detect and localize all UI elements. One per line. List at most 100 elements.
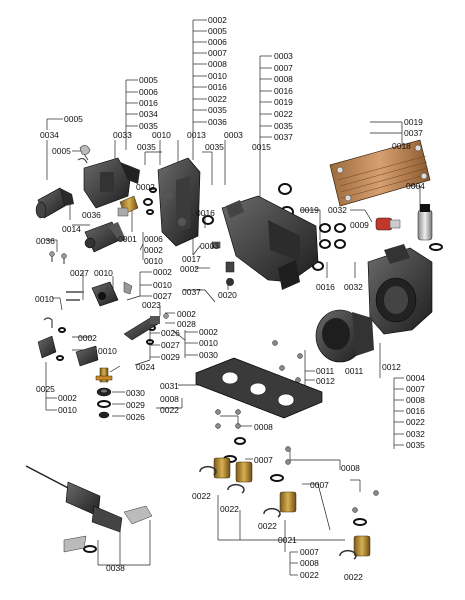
label-list-hex-1: 0037 (404, 128, 423, 138)
label-list-left-upper-3: 0034 (139, 109, 158, 119)
label-0010-c: 0010 (94, 268, 113, 278)
label-list-mid-0026-0: 0026 (161, 328, 180, 338)
part-0004-fitting (417, 204, 433, 241)
label-0018: 0018 (392, 141, 411, 151)
label-0011-b: 0011 (345, 366, 364, 376)
label-list-mid-0002-0: 0002 (153, 267, 172, 277)
orings (56, 183, 443, 553)
label-list-top-center-4: 0008 (208, 59, 227, 69)
label-list-top-center-2: 0006 (208, 37, 227, 47)
part-0003-clip (211, 241, 235, 286)
label-list-left-upper-0: 0005 (139, 75, 158, 85)
label-0022-a: 0022 (160, 405, 179, 415)
label-list-top-right-5: 0022 (274, 109, 293, 119)
label-0038: 0038 (106, 563, 125, 573)
label-0016-b: 0016 (316, 282, 335, 292)
part-0031-plate (195, 357, 323, 419)
part-0024-sensor (95, 367, 113, 383)
label-0017: 0017 (182, 254, 201, 264)
label-list-top-center-3: 0007 (208, 48, 227, 58)
label-list-top-center-9: 0036 (208, 117, 227, 127)
label-list-mid-0026-2: 0029 (161, 352, 180, 362)
label-list-mid-0030-1: 0010 (199, 338, 218, 348)
label-0002-c: 0002 (180, 264, 199, 274)
label-0004: 0004 (406, 181, 425, 191)
label-0002-b: 0002 (144, 245, 163, 255)
label-list-right-0012-2: 0008 (406, 395, 425, 405)
label-list-right-0012-4: 0022 (406, 417, 425, 427)
label-list-top-right-7: 0037 (274, 132, 293, 142)
label-0009: 0009 (350, 220, 369, 230)
clip-0005 (77, 145, 91, 164)
part-0034-sensor (35, 187, 74, 219)
label-list-top-right-1: 0007 (274, 63, 293, 73)
label-list-left-upper-2: 0016 (139, 98, 158, 108)
part-0009-valve (375, 217, 401, 231)
label-0022-c: 0022 (220, 504, 239, 514)
part-0001-fitting (117, 195, 139, 217)
label-list-top-center-5: 0010 (208, 71, 227, 81)
label-0012-a: 0012 (316, 376, 335, 386)
label-list-mid-0030-0: 0002 (199, 327, 218, 337)
label-list-right-0012-0: 0004 (406, 373, 425, 383)
label-list-0025-0: 0002 (58, 393, 77, 403)
label-0027: 0027 (70, 268, 89, 278)
label-list-mid-0002-1: 0010 (153, 280, 172, 290)
part-0033-body (83, 157, 140, 209)
label-0020: 0020 (218, 290, 237, 300)
label-list-top-center-8: 0035 (208, 105, 227, 115)
label-0014: 0014 (62, 224, 81, 234)
label-0019: 0019 (300, 205, 319, 215)
label-0031: 0031 (160, 381, 179, 391)
label-list-0021-1: 0008 (300, 558, 319, 568)
part-0023-sensor (123, 313, 169, 341)
label-0012-b: 0012 (382, 362, 401, 372)
label-list-0021-0: 0007 (300, 547, 319, 557)
label-0015: 0015 (252, 142, 271, 152)
label-0008-c: 0008 (341, 463, 360, 473)
part-0018-heat-exchanger (329, 139, 431, 207)
label-0035-b: 0035 (205, 142, 224, 152)
circlips-0022 (199, 465, 357, 560)
label-list-right-0012-5: 0032 (406, 429, 425, 439)
label-list-0021-2: 0022 (300, 570, 319, 580)
label-0035-a: 0035 (137, 142, 156, 152)
label-list-top-center-0: 0002 (208, 15, 227, 25)
label-list-top-right-6: 0035 (274, 121, 293, 131)
label-0001: 0001 (118, 234, 137, 244)
part-0015-hydraulic-block (221, 195, 319, 290)
part-0021-nipples (213, 457, 371, 557)
label-list-right-0012-3: 0016 (406, 406, 425, 416)
label-0026: 0026 (126, 412, 145, 422)
label-0008-a: 0008 (160, 394, 179, 404)
label-0005-b: 0005 (52, 146, 71, 156)
label-0003-b: 0003 (200, 241, 219, 251)
label-0016-a: 0016 (196, 208, 215, 218)
label-0032-b: 0032 (344, 282, 363, 292)
label-0002-a: 0002 (136, 182, 155, 192)
part-0012-pump-housing (367, 244, 433, 335)
part-0013-manifold (157, 157, 201, 247)
label-0037: 0037 (182, 287, 201, 297)
part-0027-bracket (66, 281, 133, 307)
part-0038-sensor (25, 465, 153, 553)
part-0025-fitting (37, 317, 99, 367)
label-0013: 0013 (187, 130, 206, 140)
label-0022-d: 0022 (258, 521, 277, 531)
label-0030: 0030 (126, 388, 145, 398)
label-list-top-center-1: 0005 (208, 26, 227, 36)
label-0034: 0034 (40, 130, 59, 140)
label-0007-b: 0007 (310, 480, 329, 490)
label-0028: 0028 (177, 319, 196, 329)
label-list-top-right-2: 0008 (274, 74, 293, 84)
label-0022-e: 0022 (344, 572, 363, 582)
label-0024: 0024 (136, 362, 155, 372)
label-list-left-upper-1: 0006 (139, 87, 158, 97)
label-0007-a: 0007 (254, 455, 273, 465)
label-0033: 0033 (113, 130, 132, 140)
part-0030-0029-0026 (96, 387, 112, 419)
screws-0036 (49, 251, 67, 264)
label-list-0025-1: 0010 (58, 405, 77, 415)
label-list-top-right-4: 0019 (274, 97, 293, 107)
label-0006: 0006 (144, 234, 163, 244)
